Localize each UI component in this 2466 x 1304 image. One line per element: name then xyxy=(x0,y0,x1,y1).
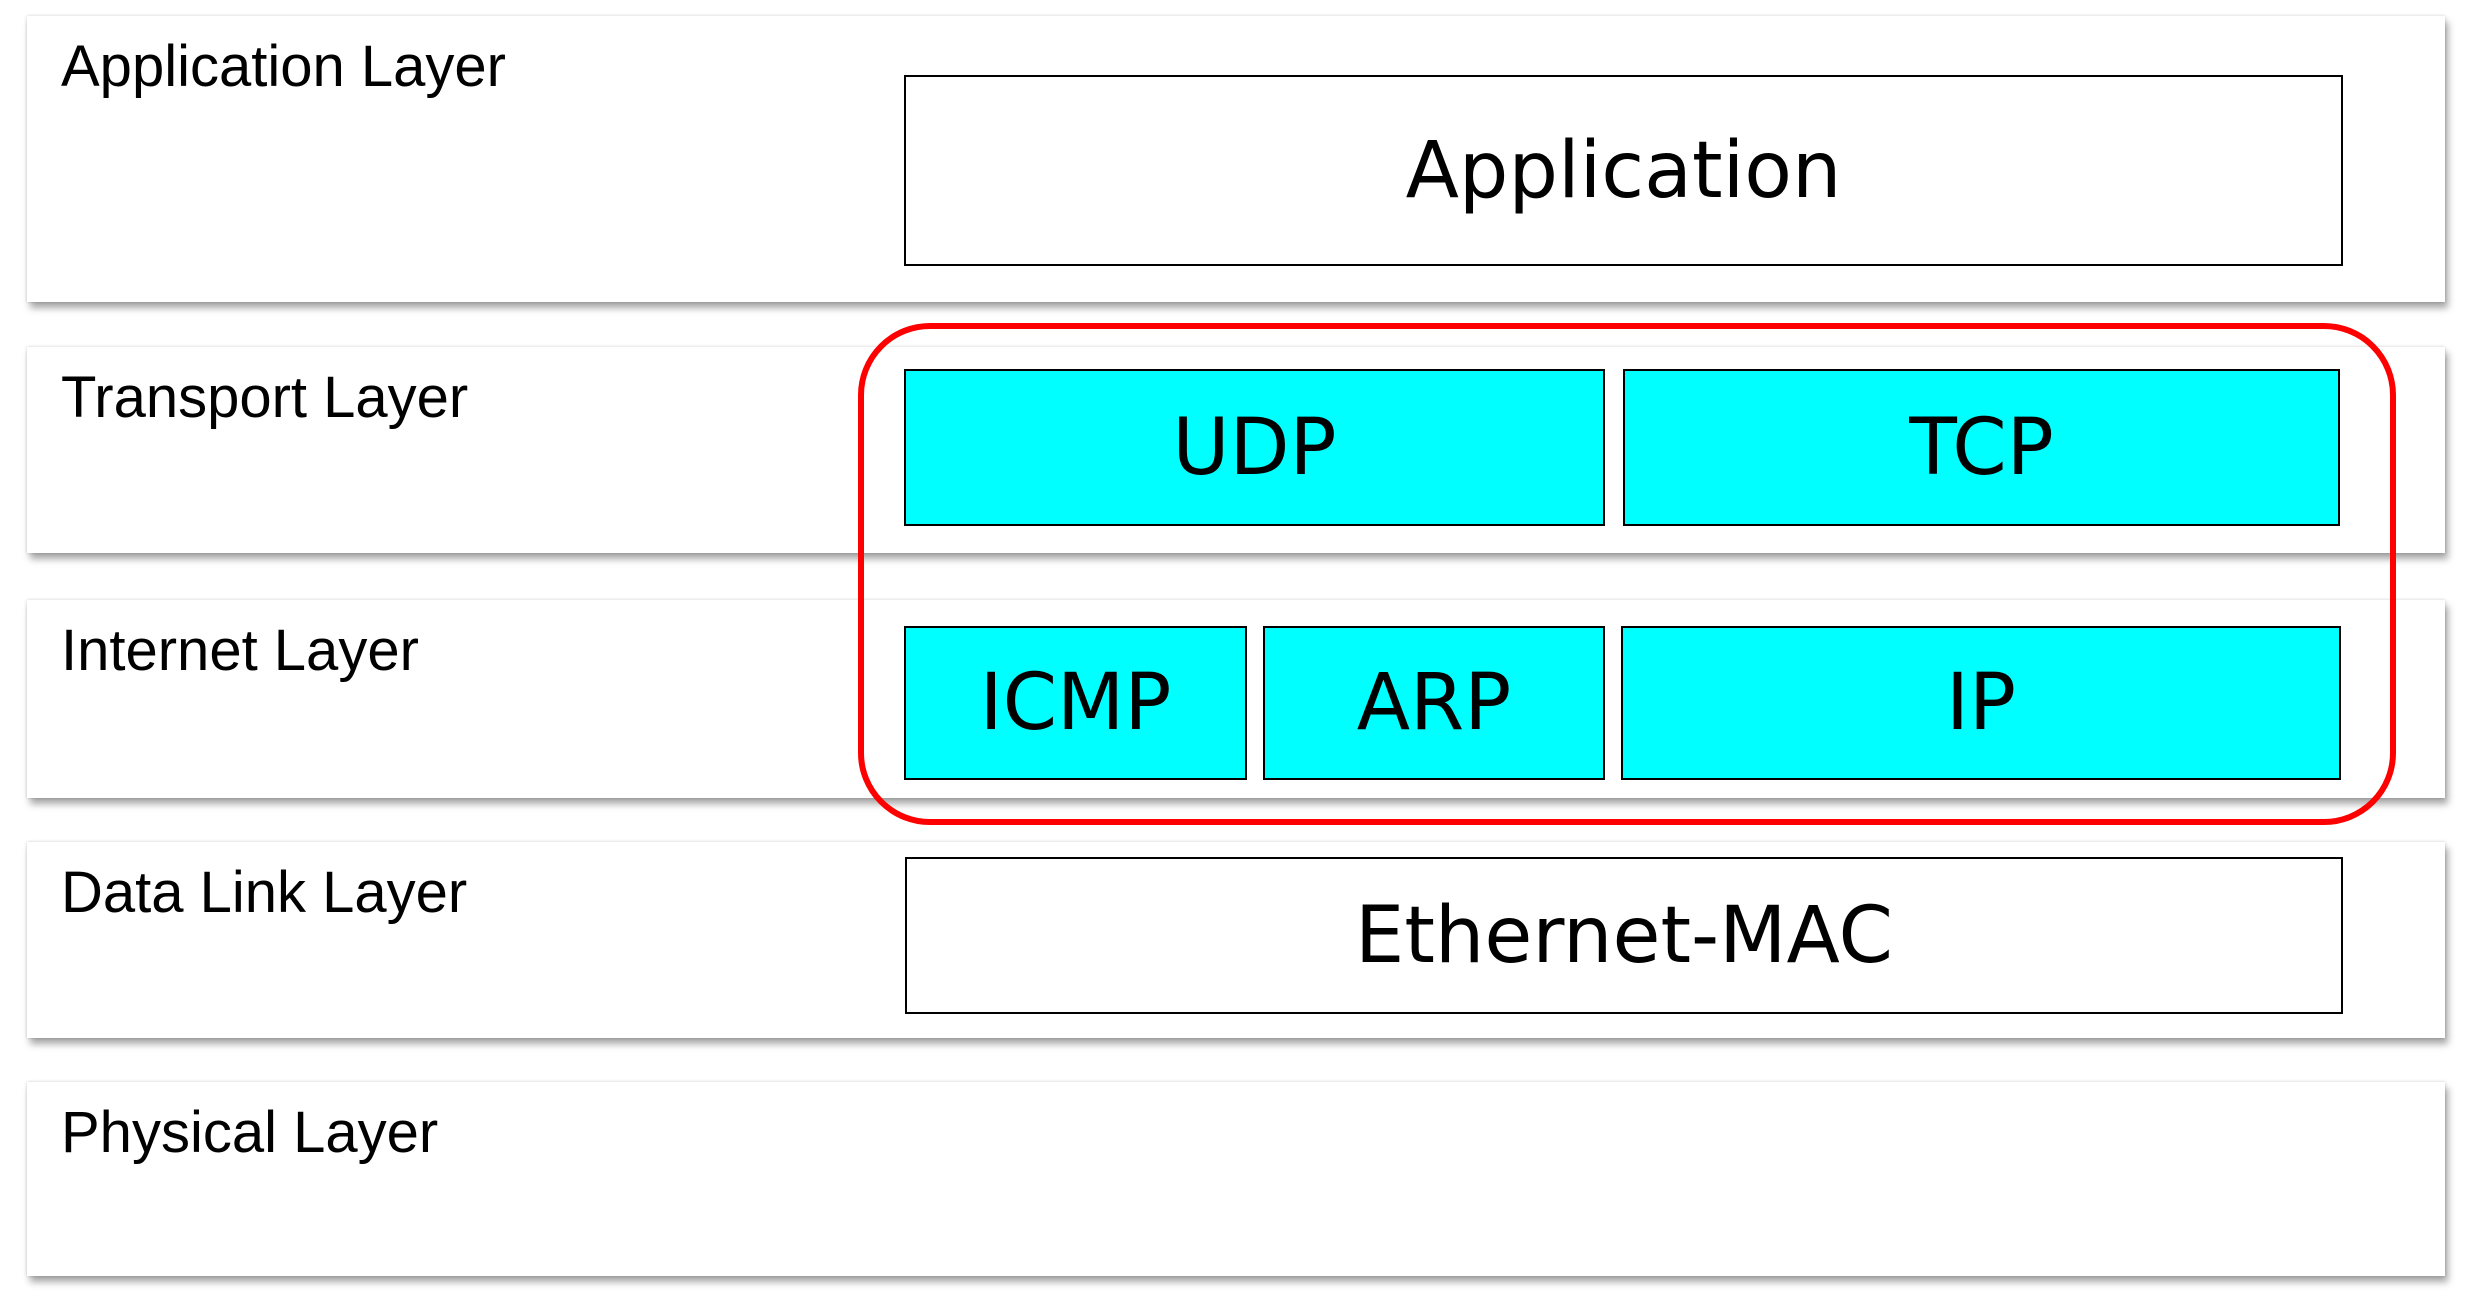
internet-layer-label: Internet Layer xyxy=(61,618,419,683)
application-layer-label: Application Layer xyxy=(61,34,506,99)
ethernet-mac-box: Ethernet-MAC xyxy=(905,857,2343,1014)
application-box: Application xyxy=(904,75,2343,266)
ip-box: IP xyxy=(1621,626,2341,780)
data-link-layer-label: Data Link Layer xyxy=(61,860,468,925)
physical-layer-band: Physical Layer xyxy=(27,1082,2445,1276)
udp-box: UDP xyxy=(904,369,1605,526)
icmp-box: ICMP xyxy=(904,626,1247,780)
tcp-box: TCP xyxy=(1623,369,2340,526)
arp-box: ARP xyxy=(1263,626,1605,780)
transport-layer-label: Transport Layer xyxy=(61,365,469,430)
physical-layer-label: Physical Layer xyxy=(61,1100,439,1165)
